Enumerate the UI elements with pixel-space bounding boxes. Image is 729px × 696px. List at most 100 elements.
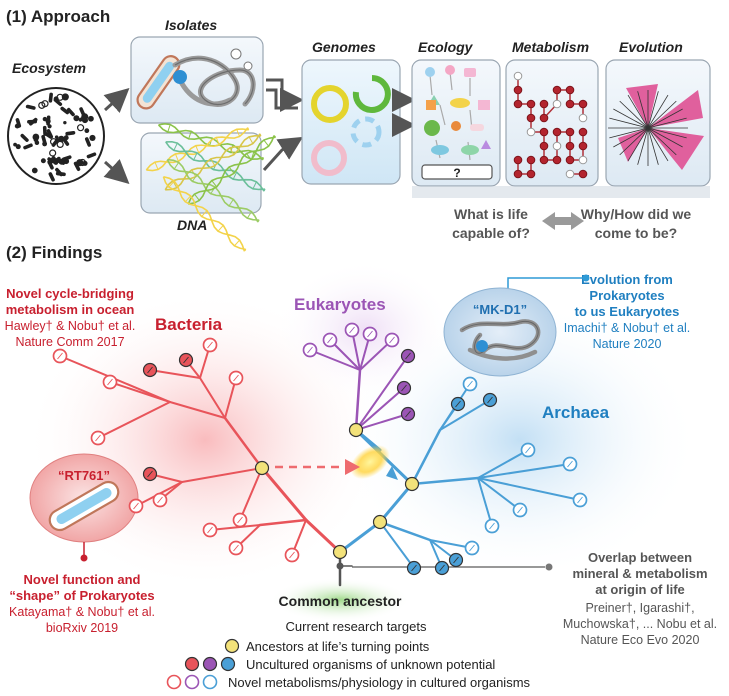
clade-fan: [648, 90, 703, 128]
tree-branch: [260, 466, 308, 522]
dna-rung: [188, 131, 192, 140]
ancestor-node: [404, 476, 420, 492]
microbe-rod: [73, 161, 81, 172]
tree-branch: [647, 91, 659, 129]
dna-rung: [154, 161, 159, 170]
tree-branch: [354, 368, 362, 432]
microbe-rod: [15, 118, 22, 128]
findings-heading: (2) Findings: [6, 243, 102, 262]
ancestor-node: [254, 460, 270, 476]
microbe-ring: [49, 149, 57, 157]
metabolite-node: [565, 85, 575, 95]
metabolite-node: [552, 141, 562, 151]
metabolite-node: [526, 155, 536, 165]
dna-rung: [252, 181, 257, 190]
tree-branch: [477, 477, 521, 511]
tree-branch: [378, 520, 432, 542]
tree-branch: [355, 413, 409, 431]
mineral-ref-line6: Nature Eco Evo 2020: [581, 633, 700, 647]
ocean-ref-line3: Hawley† & Nobu† et al.: [5, 319, 136, 333]
tip-tick: [405, 352, 411, 360]
microbe-coccus: [15, 144, 21, 150]
shape-ref-line3: Katayama† & Nobu† et al.: [9, 605, 155, 619]
tip-tick: [183, 356, 189, 364]
microbe-ring: [76, 124, 85, 132]
ocean-ref-line1: Novel cycle-bridging: [6, 286, 134, 301]
question-left-line1: What is life: [454, 206, 528, 222]
metabolite-node: [539, 99, 549, 109]
dna-rung: [248, 136, 254, 144]
tip-tick: [467, 380, 473, 388]
tree-branch: [304, 518, 342, 554]
evo-ref-line3: to us Eukaryotes: [575, 304, 680, 319]
microbe-coccus: [81, 117, 89, 124]
tip-tick: [487, 396, 493, 404]
dna-helix: [145, 127, 250, 172]
microbe-coccus: [63, 135, 69, 141]
tip-tick: [525, 446, 531, 454]
tree-branch: [647, 127, 659, 165]
dna-rung: [168, 180, 175, 188]
tip-tick: [439, 564, 445, 572]
tip-tick: [95, 434, 101, 442]
legend-uncultured-purple-marker: [202, 656, 218, 672]
legend-cultured-purple-marker: [184, 674, 200, 690]
tip-tick: [489, 522, 495, 530]
tree-branch: [637, 127, 649, 165]
microbe-coccus: [84, 128, 90, 134]
microbe-rod: [20, 133, 29, 142]
tree-branch: [379, 521, 415, 569]
evolution-panel: [605, 59, 711, 187]
double-arrow-icon: [542, 212, 584, 230]
dna-rung: [215, 137, 220, 145]
approach-heading: (1) Approach: [6, 7, 110, 26]
metabolite-node: [526, 169, 536, 179]
tip-tick: [147, 366, 153, 374]
microbe-rod: [42, 125, 47, 136]
tip-tick: [207, 341, 213, 349]
dna-rung: [246, 153, 252, 161]
tip-tick: [517, 506, 523, 514]
tree-branch: [355, 355, 409, 431]
tip-tick: [389, 336, 395, 344]
dna-backbone: [166, 159, 260, 221]
metabolite-node: [552, 99, 562, 109]
metabolite-node: [552, 127, 562, 137]
legend-uncultured-blue-marker: [220, 656, 236, 672]
questions-row: What is life capable of? Why/How did we …: [412, 186, 710, 241]
microbe-coccus: [13, 142, 18, 147]
tree-branch: [149, 369, 201, 379]
tree-branch: [619, 100, 649, 129]
tree-branch: [258, 518, 308, 527]
archaea-label: Archaea: [542, 403, 610, 422]
microbe-rod: [23, 143, 33, 150]
ancestor-node: [332, 544, 348, 560]
tree-of-life: [52, 322, 588, 587]
microbe-rod: [61, 155, 72, 162]
tip-tick: [157, 496, 163, 504]
genomes-panel: [301, 59, 401, 185]
clade-fan: [648, 128, 704, 170]
ecology-panel: ?: [411, 59, 501, 187]
dna-rung: [173, 162, 180, 170]
tree-branch: [355, 387, 405, 431]
mineral-ref-line1: Overlap between: [588, 550, 692, 565]
tree-branch: [647, 94, 669, 129]
tree-branch: [477, 463, 571, 479]
evo-ref-line2: Prokaryotes: [589, 288, 664, 303]
metabolite-node: [539, 155, 549, 165]
tree-branch: [169, 401, 226, 419]
ancestor-node: [348, 422, 364, 438]
tree-branch: [613, 127, 649, 148]
tree-branch: [619, 127, 649, 156]
shape-ref-line2: “shape” of Prokaryotes: [9, 588, 154, 603]
tree-branch: [647, 127, 677, 156]
metabolite-node: [539, 127, 549, 137]
microbe-coccus: [54, 135, 59, 139]
ecosystem-arrows: [103, 87, 130, 185]
microbe-coccus: [63, 120, 67, 125]
ocean-ref-line4: Nature Comm 2017: [15, 335, 124, 349]
microbe-coccus: [89, 134, 96, 142]
microbe-rod: [86, 152, 97, 159]
metabolite-node: [565, 99, 575, 109]
